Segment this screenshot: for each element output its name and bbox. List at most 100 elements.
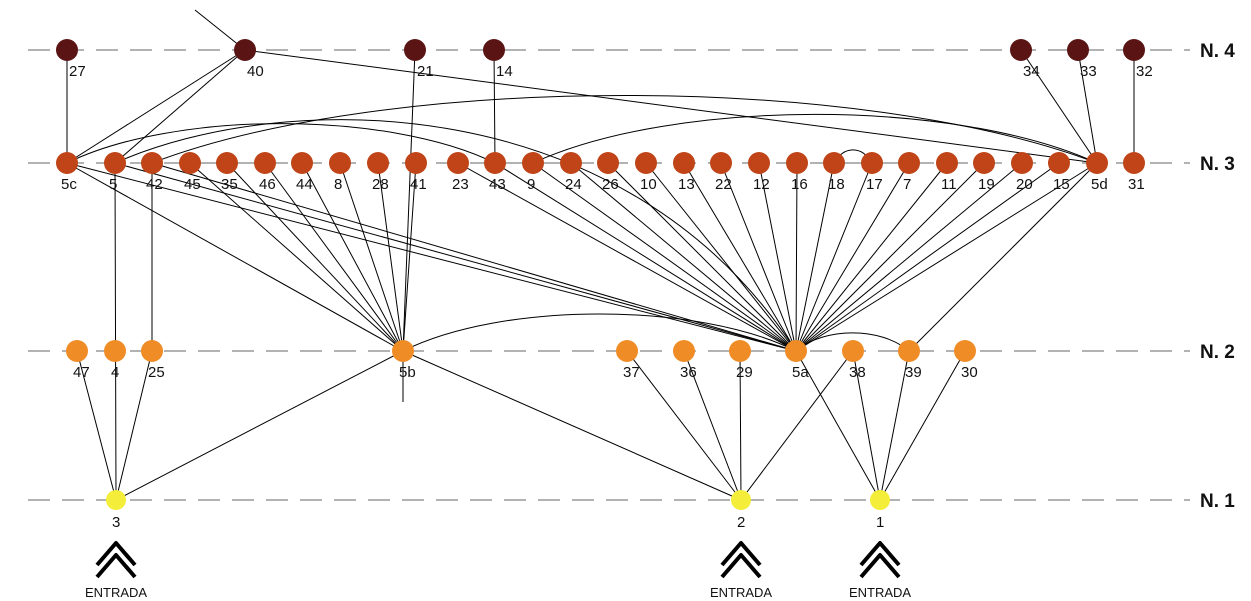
node-24 — [560, 152, 582, 174]
node-label-42: 42 — [146, 176, 163, 193]
node-label-18: 18 — [828, 176, 845, 193]
edge-23-5a — [457, 162, 797, 352]
edge-20-5a — [795, 162, 1023, 352]
node-label-45: 45 — [184, 176, 201, 193]
entrance-arrow-icon — [95, 553, 137, 579]
entrance-arrow-icon — [859, 553, 901, 579]
edge-13-5a — [683, 162, 797, 352]
level-labels: N. 4N. 3N. 2N. 1 — [1200, 41, 1235, 512]
node-5a — [785, 340, 807, 362]
edge-45-5b — [189, 162, 404, 352]
node-39 — [898, 340, 920, 362]
edge-5d-5a — [795, 162, 1098, 352]
edge-40-5c — [66, 49, 246, 164]
node-10 — [635, 152, 657, 174]
node-28 — [367, 152, 389, 174]
entrance-arrow-icon — [720, 541, 762, 567]
node-label-41: 41 — [410, 176, 427, 193]
node-5c — [56, 152, 78, 174]
node-label-14: 14 — [496, 63, 513, 80]
level-label-n3: N. 3 — [1200, 154, 1235, 175]
entrance-arrow-icon — [95, 541, 137, 567]
edge-8-5b — [339, 162, 404, 352]
node-40 — [234, 39, 256, 61]
node-label-7: 7 — [903, 176, 911, 193]
edge-28-5b — [377, 162, 404, 352]
edge-44-5b — [301, 162, 404, 352]
edge-22-5a — [720, 162, 797, 352]
node-4 — [104, 340, 126, 362]
edge-5d-39 — [908, 162, 1098, 352]
entrance-label: ENTRADA — [849, 585, 911, 600]
node-label-25: 25 — [148, 364, 165, 381]
level-label-n1: N. 1 — [1200, 491, 1235, 512]
node-3 — [106, 490, 126, 510]
node-label-44: 44 — [296, 176, 313, 193]
node-21 — [404, 39, 426, 61]
node-29 — [729, 340, 751, 362]
edge-7-5a — [795, 162, 910, 352]
node-42 — [141, 152, 163, 174]
edge-10-5a — [645, 162, 797, 352]
edge-19-5a — [795, 162, 985, 352]
node-label-21: 21 — [417, 63, 434, 80]
node-30 — [954, 340, 976, 362]
node-1 — [870, 490, 890, 510]
node-label-31: 31 — [1128, 176, 1145, 193]
edge-43-5a — [494, 162, 797, 352]
edge-34-5d — [1020, 49, 1098, 164]
node-label-27: 27 — [69, 63, 86, 80]
entrance-label: ENTRADA — [85, 585, 147, 600]
entrances: ENTRADA ENTRADA ENTRADA — [85, 541, 911, 600]
node-32 — [1123, 39, 1145, 61]
node-label-17: 17 — [866, 176, 883, 193]
node-label-10: 10 — [640, 176, 657, 193]
entrance-arrow-icon — [720, 553, 762, 579]
node-14 — [483, 39, 505, 61]
node-9 — [522, 152, 544, 174]
arc-5b-5a — [402, 313, 797, 352]
edge-30-1 — [879, 350, 966, 501]
node-41 — [405, 152, 427, 174]
node-label-12: 12 — [753, 176, 770, 193]
node-5b — [392, 340, 414, 362]
node-11 — [936, 152, 958, 174]
node-label-34: 34 — [1023, 63, 1040, 80]
node-19 — [973, 152, 995, 174]
entrance-arrow-icon — [859, 541, 901, 567]
edge-42-5a — [151, 162, 797, 352]
node-23 — [447, 152, 469, 174]
edge-18-5a — [795, 162, 835, 352]
node-label-1: 1 — [876, 514, 884, 531]
node-43 — [484, 152, 506, 174]
edge-37-2 — [626, 350, 742, 501]
node-15 — [1048, 152, 1070, 174]
level-label-n4: N. 4 — [1200, 41, 1235, 62]
node-35 — [216, 152, 238, 174]
edge-26-5a — [607, 162, 797, 352]
edge-5c-5a — [66, 162, 797, 352]
edge-17-5a — [795, 162, 873, 352]
arc-5c-43 — [66, 123, 496, 164]
node-label-46: 46 — [259, 176, 276, 193]
entrance-1: ENTRADA — [85, 541, 147, 600]
level-lines — [28, 49, 1190, 501]
node-5d — [1086, 152, 1108, 174]
node-label-40: 40 — [247, 63, 264, 80]
node-label-5b: 5b — [399, 364, 416, 381]
node-36 — [673, 340, 695, 362]
entrance-2: ENTRADA — [710, 541, 772, 600]
arc-42-5d — [151, 95, 1098, 164]
edge-41-5b — [402, 162, 417, 352]
edge-38-2 — [740, 350, 854, 501]
node-label-9: 9 — [527, 176, 535, 193]
node-label-2: 2 — [737, 514, 745, 531]
node-27 — [56, 39, 78, 61]
node-44 — [291, 152, 313, 174]
node-20 — [1011, 152, 1033, 174]
node-5 — [104, 152, 126, 174]
node-label-33: 33 — [1080, 63, 1097, 80]
node-label-24: 24 — [565, 176, 582, 193]
